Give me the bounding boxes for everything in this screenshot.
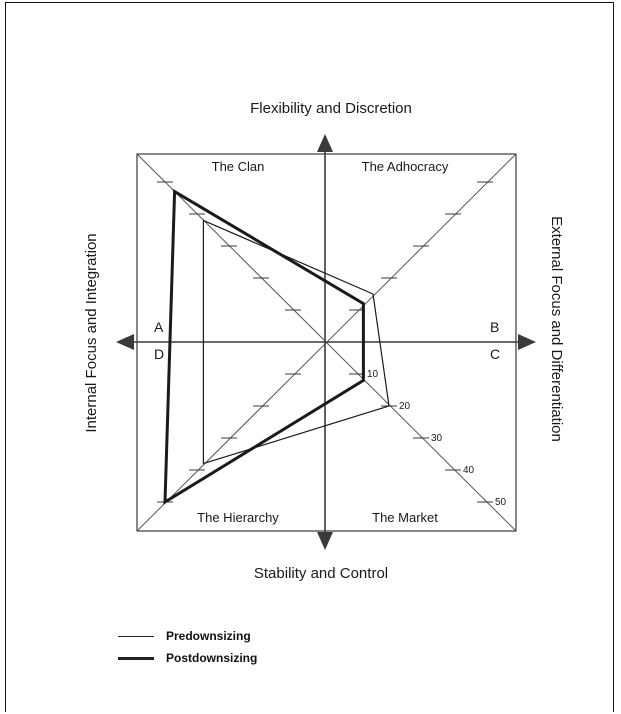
corner-label-c: C <box>490 346 500 362</box>
diagonal-ticks: 10 20 30 40 50 <box>157 181 507 508</box>
arrow-up-icon <box>317 134 333 152</box>
legend-line-thick <box>118 656 154 660</box>
arrow-down-icon <box>317 532 333 550</box>
data-series <box>163 189 390 505</box>
tick-label-50: 50 <box>495 497 507 508</box>
series-polygon-predownsizing <box>202 219 390 465</box>
quadrant-label-market: The Market <box>372 510 438 525</box>
tick-label-30: 30 <box>431 433 443 444</box>
tick-label-10: 10 <box>367 369 379 380</box>
axis-title-bottom: Stability and Control <box>254 565 388 582</box>
axis-title-right: External Focus and Differentiation <box>548 216 565 442</box>
tick-label-20: 20 <box>399 401 411 412</box>
quadrant-label-adhocracy: The Adhocracy <box>362 159 449 174</box>
axis-title-left: Internal Focus and Integration <box>83 233 100 432</box>
figure-frame <box>5 2 614 712</box>
legend-line-thin <box>118 635 154 637</box>
axis-title-top: Flexibility and Discretion <box>250 100 412 117</box>
arrow-right-icon <box>518 334 536 350</box>
legend-label-predownsizing: Predownsizing <box>166 629 251 643</box>
legend-label-postdownsizing: Postdownsizing <box>166 651 258 665</box>
corner-label-b: B <box>490 319 499 335</box>
tick-label-40: 40 <box>463 465 475 476</box>
quadrant-label-hierarchy: The Hierarchy <box>197 510 279 525</box>
corner-label-a: A <box>154 319 164 335</box>
arrow-left-icon <box>116 334 134 350</box>
legend-item-predownsizing: Predownsizing <box>118 625 257 647</box>
corner-label-d: D <box>154 346 164 362</box>
legend-item-postdownsizing: Postdownsizing <box>118 647 257 669</box>
quadrant-label-clan: The Clan <box>212 159 265 174</box>
series-polygon-postdownsizing <box>163 189 365 505</box>
legend: Predownsizing Postdownsizing <box>118 625 257 669</box>
